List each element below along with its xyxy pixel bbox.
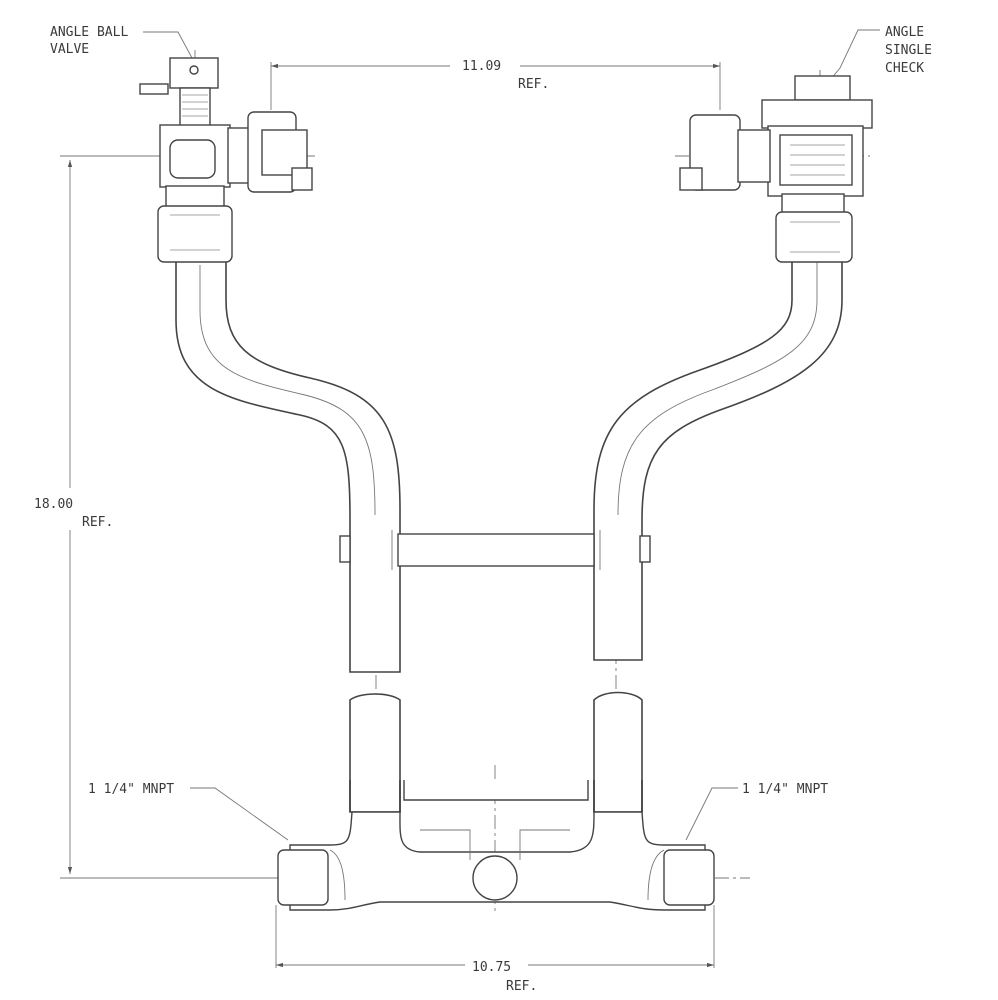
top-width-value: 11.09 <box>462 59 501 74</box>
height-dimension: 18.00 REF. <box>34 155 280 879</box>
angle-single-check-label-2: SINGLE <box>885 43 932 58</box>
right-pipe-riser <box>593 239 843 661</box>
mnpt-right-label: 1 1/4" MNPT <box>742 782 828 797</box>
mnpt-left-callout: 1 1/4" MNPT <box>88 782 289 841</box>
cross-brace <box>339 530 651 570</box>
angle-single-check <box>679 75 873 263</box>
angle-single-check-label-3: CHECK <box>885 61 924 76</box>
top-width-dimension: 11.09 REF. <box>270 59 721 110</box>
height-value: 18.00 <box>34 497 73 512</box>
angle-ball-valve <box>139 57 313 263</box>
right-pipe-lower <box>593 691 643 813</box>
angle-single-check-callout: ANGLE SINGLE CHECK <box>829 25 932 81</box>
bottom-width-value: 10.75 <box>472 960 511 975</box>
left-pipe-riser <box>175 259 401 673</box>
bottom-width-dimension: 10.75 REF. <box>275 905 715 994</box>
mnpt-left-label: 1 1/4" MNPT <box>88 782 174 797</box>
left-pipe-lower <box>349 693 401 813</box>
bottom-manifold <box>277 780 715 911</box>
angle-single-check-label-1: ANGLE <box>885 25 924 40</box>
mnpt-right-callout: 1 1/4" MNPT <box>685 782 828 841</box>
angle-ball-valve-label-1: ANGLE BALL <box>50 25 128 40</box>
top-width-ref: REF. <box>518 77 549 92</box>
angle-ball-valve-label-2: VALVE <box>50 42 89 57</box>
height-ref: REF. <box>82 515 113 530</box>
bottom-width-ref: REF. <box>506 979 537 994</box>
angle-ball-valve-callout: ANGLE BALL VALVE <box>50 25 193 59</box>
